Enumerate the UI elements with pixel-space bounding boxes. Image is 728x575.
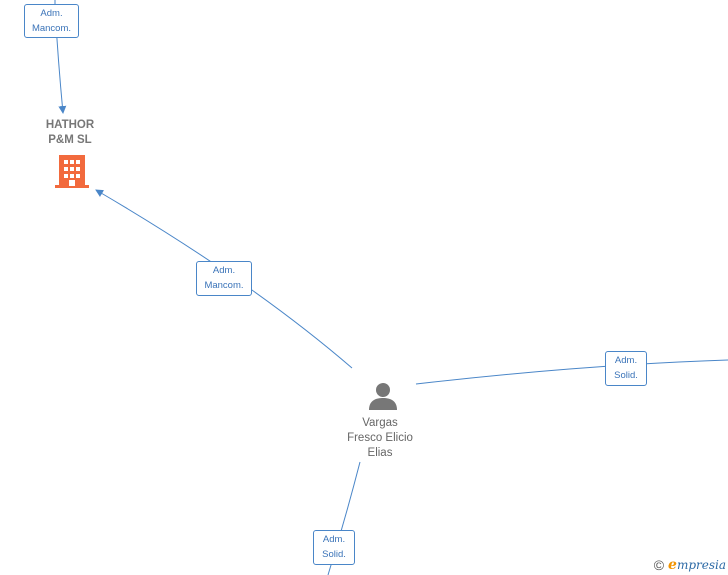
person-icon[interactable] <box>368 381 398 411</box>
edge-label-right-line2: Solid. <box>614 370 638 381</box>
company-name-line2: P&M SL <box>48 134 92 146</box>
edge-label-middle[interactable]: Adm. Mancom. <box>196 261 252 296</box>
person-name-line1: Vargas <box>362 417 398 429</box>
copyright-symbol: © <box>653 557 665 573</box>
empresia-watermark: © empresia <box>654 557 726 573</box>
edge-label-middle-line1: Adm. <box>212 265 236 276</box>
person-name-line2: Fresco Elicio <box>347 432 413 444</box>
brand-initial: e <box>668 557 677 573</box>
person-name-line3: Elias <box>367 447 393 459</box>
building-icon[interactable] <box>55 153 89 189</box>
edge-label-bottom-line2: Solid. <box>322 549 346 560</box>
brand-rest: mpresia <box>676 558 726 572</box>
edge-label-top-line2: Mancom. <box>31 23 72 34</box>
company-name-line1: HATHOR <box>45 119 95 131</box>
edge-label-bottom-line1: Adm. <box>322 534 346 545</box>
brand-logo: empresia <box>668 557 726 573</box>
edge-label-top[interactable]: Adm. Mancom. <box>24 4 79 38</box>
edge-line-right <box>415 359 728 385</box>
edge-label-middle-line2: Mancom. <box>204 280 244 291</box>
person-node-label[interactable]: Vargas Fresco Elicio Elias <box>320 416 440 461</box>
edge-label-right[interactable]: Adm. Solid. <box>605 351 647 386</box>
edge-label-top-line1: Adm. <box>40 8 63 19</box>
edge-label-bottom[interactable]: Adm. Solid. <box>313 530 355 565</box>
edge-label-right-line1: Adm. <box>614 355 638 366</box>
company-node-label[interactable]: HATHOR P&M SL <box>20 118 120 148</box>
